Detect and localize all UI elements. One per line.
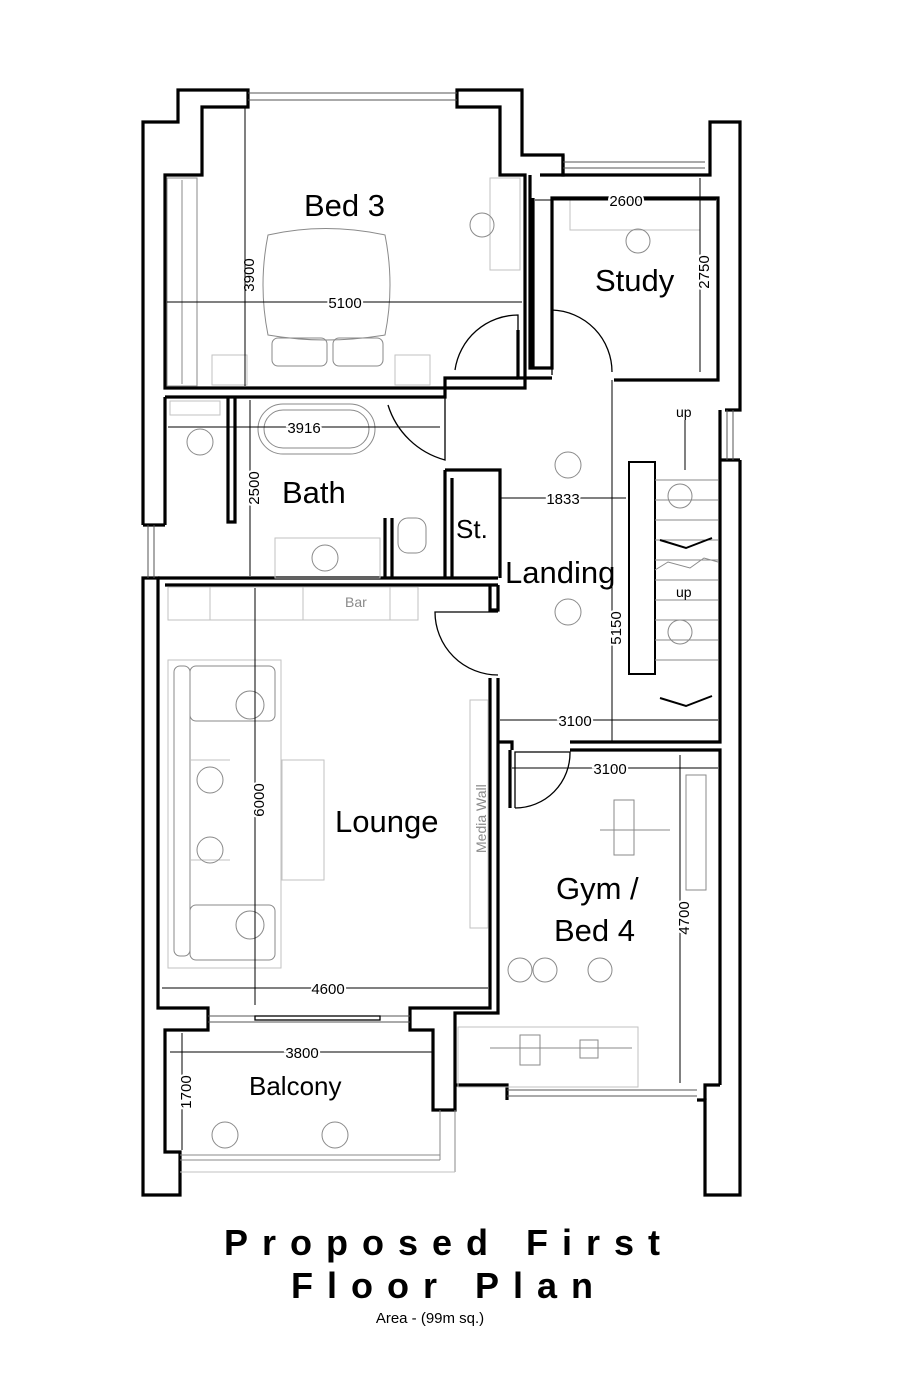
dim-balcony-width: 3800 — [285, 1045, 318, 1062]
stairs-up-label-mid: up — [676, 584, 692, 600]
room-landing-label: Landing — [505, 555, 615, 590]
plan-title-line2: Floor Plan — [290, 1265, 607, 1306]
dim-landing-height: 5150 — [608, 611, 625, 644]
dim-study-width: 2600 — [609, 193, 642, 210]
media-wall-label: Media Wall — [473, 784, 489, 853]
dim-balcony-height: 1700 — [178, 1075, 195, 1108]
room-bed3-label: Bed 3 — [304, 188, 385, 223]
dim-bed3-width: 5100 — [328, 295, 361, 312]
dim-study-height: 2750 — [696, 255, 713, 288]
dim-landing-bottom-width: 3100 — [558, 713, 591, 730]
dim-landing-width: 1833 — [546, 491, 579, 508]
dim-bath-height: 2500 — [246, 471, 263, 504]
stair-treads — [655, 479, 718, 661]
room-study-label: Study — [595, 263, 675, 298]
dim-bath-width: 3916 — [287, 420, 320, 437]
room-gym-label-2: Bed 4 — [554, 913, 635, 948]
room-gym-label-1: Gym / — [556, 871, 639, 906]
room-labels: Bed 3 Study Bath St. Landing Lounge Gym … — [249, 188, 675, 1101]
room-balcony-label: Balcony — [249, 1071, 342, 1101]
dim-bed3-height: 3900 — [241, 258, 258, 291]
room-store-label: St. — [456, 514, 488, 544]
furniture — [166, 177, 719, 1149]
plan-area: Area - (99m sq.) — [375, 1310, 485, 1327]
stairs-up-label-top: up — [676, 404, 692, 420]
bar-label: Bar — [345, 594, 367, 610]
room-lounge-label: Lounge — [335, 804, 438, 839]
dim-gym-width: 3100 — [593, 761, 626, 778]
dimension-lines — [162, 108, 718, 1150]
dimension-labels: 3900 5100 2600 2750 3916 2500 1833 5150 … — [176, 191, 715, 1111]
plan-title-line1: Proposed First — [223, 1222, 675, 1263]
windows — [147, 92, 734, 1173]
walls — [141, 88, 742, 1197]
misc-labels: Bar Media Wall up up — [345, 404, 692, 853]
doors — [387, 309, 613, 809]
dim-lounge-height: 6000 — [251, 783, 268, 816]
dim-lounge-width: 4600 — [311, 981, 344, 998]
room-bath-label: Bath — [282, 475, 346, 510]
dim-gym-height: 4700 — [676, 901, 693, 934]
floor-plan: Bed 3 Study Bath St. Landing Lounge Gym … — [141, 88, 742, 1197]
